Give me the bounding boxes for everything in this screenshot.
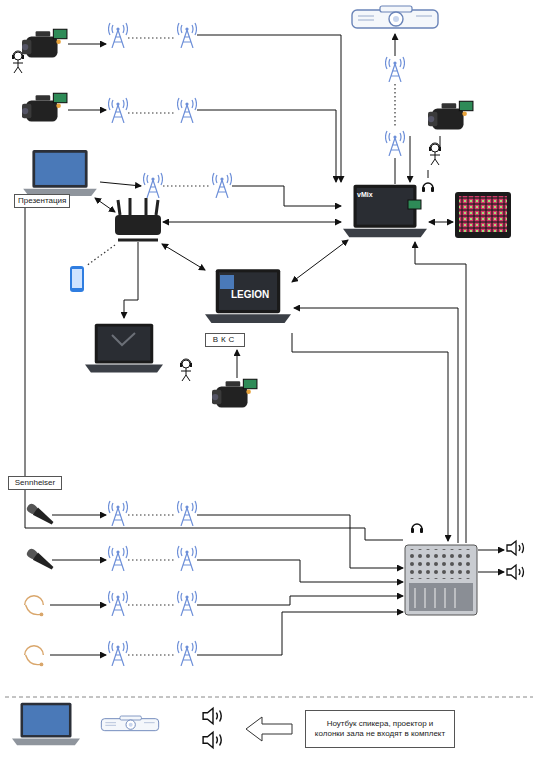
screen-logo: LEGION xyxy=(231,289,269,300)
note-box: Ноутбук спикера, проектор и колонки зала… xyxy=(305,710,455,748)
node-text: Презентация xyxy=(18,196,66,206)
screen-logo: vMix xyxy=(357,191,373,198)
label-box: ВКС xyxy=(205,333,245,347)
node-text: Ноутбук спикера, проектор и колонки зала… xyxy=(314,719,446,739)
label-box: Презентация xyxy=(14,194,70,208)
label-box: Sennheiser xyxy=(8,476,62,490)
router xyxy=(115,198,161,240)
node-text: ВКС xyxy=(209,335,241,345)
node-text: Sennheiser xyxy=(12,478,58,488)
